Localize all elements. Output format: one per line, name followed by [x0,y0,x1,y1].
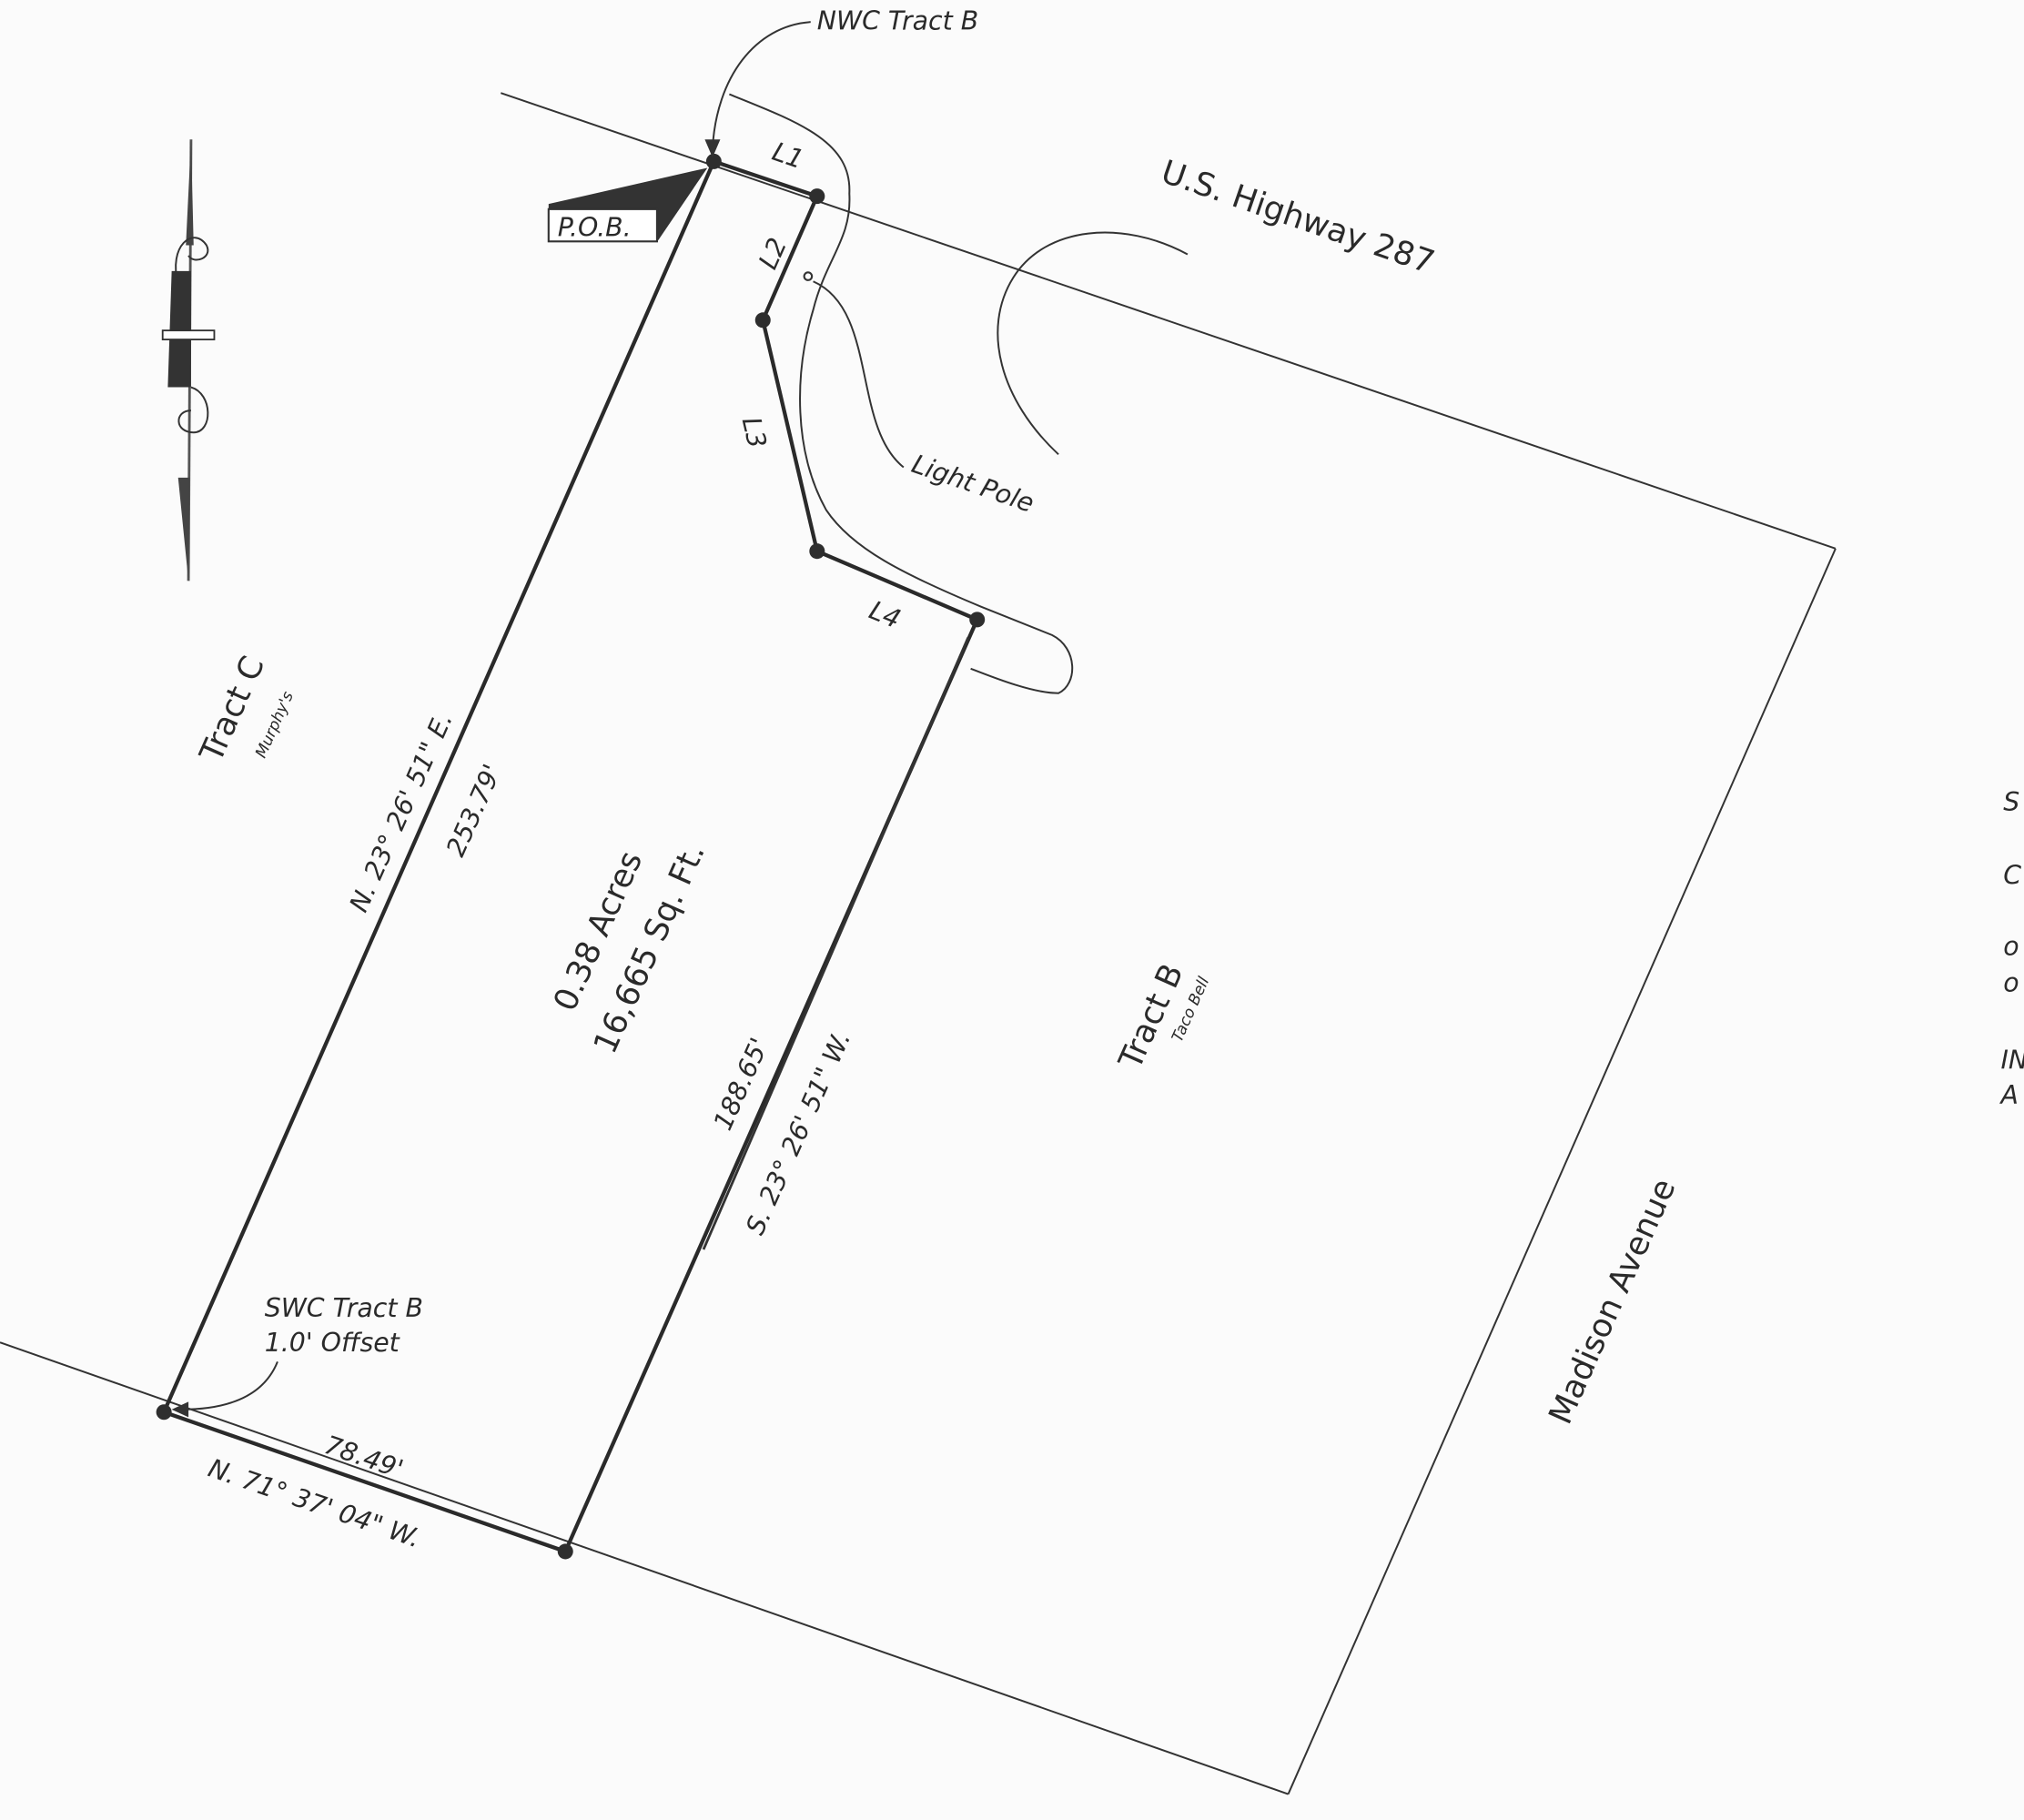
pob-label: P.O.B. [558,213,632,243]
east-distance: 188.65' [708,1034,775,1135]
margin-notes: S C o o IN A [1999,787,2024,1110]
svg-text:A: A [1999,1080,2018,1110]
swc-offset: 1.0' Offset [265,1328,400,1358]
west-distance: 253.79' [440,760,508,861]
parcel-boundary [161,159,980,1554]
tract-c-sub: Murphy's [252,689,298,761]
nwc-label: NWC Tract B [817,6,978,36]
light-pole-icon [803,271,814,281]
south-tract-line [0,1341,1289,1795]
svg-text:IN: IN [2000,1045,2024,1075]
curb-arc [997,231,1189,456]
north-arrow-icon [161,139,216,581]
svg-text:o: o [2003,967,2019,997]
east-double-line [702,637,970,1250]
l3-label: L3 [736,414,773,450]
svg-text:o: o [2003,932,2019,962]
survey-points [156,153,986,1560]
light-pole-label: Light Pole [908,449,1038,519]
madison-row-line [1287,548,1837,1795]
west-bearing: N. 23° 26' 51" E. [344,708,459,916]
madison-label: Madison Avenue [1542,1173,1683,1430]
south-distance: 78.49' [320,1430,407,1484]
l4-label: L4 [865,595,906,634]
highway-row-line [501,92,1837,550]
curb-line [729,93,1074,694]
l1-label: L1 [768,136,807,175]
swc-label: SWC Tract B [265,1293,423,1323]
highway-label: U.S. Highway 287 [1157,153,1439,281]
svg-text:C: C [2003,861,2021,891]
svg-text:S: S [2003,787,2019,817]
